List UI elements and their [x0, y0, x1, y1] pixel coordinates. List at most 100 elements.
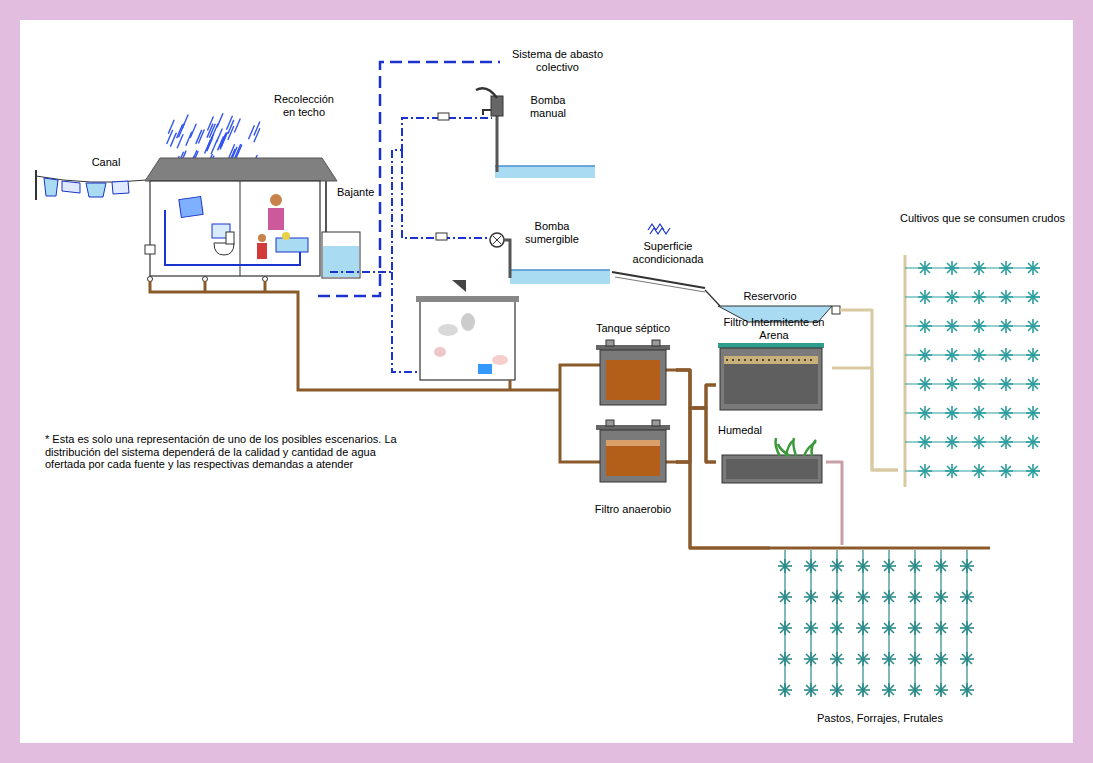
- reservoir: [832, 306, 840, 314]
- crop-field: [979, 292, 984, 297]
- crop-field: [979, 263, 984, 268]
- crop-field: [1033, 263, 1038, 268]
- house: [270, 194, 282, 206]
- animal-barn: [420, 300, 515, 380]
- pasture-field: [889, 592, 894, 597]
- crop-field: [979, 321, 984, 326]
- crop-field: [925, 437, 930, 442]
- crop-field: [1006, 350, 1011, 355]
- crop-field: [918, 319, 932, 333]
- pasture-field: [908, 683, 922, 697]
- downspout-tank: [325, 181, 327, 232]
- crop-field: [999, 261, 1013, 275]
- pasture-field: [856, 652, 870, 666]
- water-pipe: [826, 462, 842, 545]
- crop-field: [952, 292, 957, 297]
- crop-field: [925, 350, 930, 355]
- house: [226, 232, 234, 244]
- crop-field: [952, 408, 957, 413]
- pasture-field: [863, 623, 868, 628]
- crop-field: [952, 379, 957, 384]
- catchment-surface: [612, 272, 705, 288]
- crop-field: [945, 290, 959, 304]
- house: [257, 243, 267, 259]
- crop-field: [1033, 350, 1038, 355]
- pasture-field: [856, 621, 870, 635]
- pasture-field: [830, 559, 844, 573]
- crop-field: [999, 435, 1013, 449]
- septic-tank: [652, 340, 660, 346]
- part-label: Superficie acondicionada: [626, 240, 710, 265]
- crop-field: [972, 261, 986, 275]
- animal-barn: [416, 296, 519, 302]
- pasture-field: [784, 550, 785, 696]
- water-supply-lines: [436, 233, 447, 240]
- part-label: Bomba manual: [520, 94, 576, 119]
- catchment-surface: [612, 224, 720, 306]
- clothesline: [36, 170, 146, 200]
- pasture-field: [811, 592, 816, 597]
- animal-barn: [438, 324, 458, 336]
- rain: [186, 132, 192, 146]
- submersible-pump: [510, 269, 610, 271]
- crop-field: [952, 466, 957, 471]
- rain: [228, 126, 234, 140]
- wetland: [776, 438, 817, 456]
- pasture-field: [811, 561, 816, 566]
- animal-barn: [452, 280, 466, 292]
- treatment-unit: Cultivos que se consumen crudos: [898, 212, 1073, 487]
- clothesline: [112, 181, 129, 194]
- crop-field: [979, 408, 984, 413]
- crop-field: [918, 348, 932, 362]
- hand-pump: [483, 110, 491, 115]
- pasture-field: [908, 621, 922, 635]
- pasture-field: [888, 550, 889, 696]
- anaerobic-filter: [606, 446, 660, 476]
- submersible-pump: [504, 240, 510, 278]
- water-supply-lines: [318, 62, 500, 296]
- pasture-field: [830, 590, 844, 604]
- pasture-field: [778, 652, 792, 666]
- pasture-field: [908, 590, 922, 604]
- anaerobic-filter: [606, 420, 614, 426]
- crop-field: [1026, 290, 1040, 304]
- treatment-unit: Humedal: [716, 424, 826, 486]
- crop-field: [925, 321, 930, 326]
- pasture-field: [804, 652, 818, 666]
- crop-field: [1033, 321, 1038, 326]
- crop-field: [925, 292, 930, 297]
- rain: [217, 113, 223, 127]
- pasture-field: [837, 623, 842, 628]
- septic-tank: [606, 340, 614, 346]
- sewer-pipes: [560, 365, 600, 390]
- rain: [236, 145, 242, 159]
- pasture-field: [882, 590, 896, 604]
- water-pipe: [676, 385, 716, 462]
- house: [282, 232, 290, 240]
- crop-field: [905, 255, 1040, 487]
- pasture-field: [882, 559, 896, 573]
- pasture-field: [778, 683, 792, 697]
- crop-field: [972, 406, 986, 420]
- pasture-field: [960, 621, 974, 635]
- pasture-field: [837, 592, 842, 597]
- pasture-field: [785, 561, 790, 566]
- pasture-field: [804, 559, 818, 573]
- pasture-field: [785, 623, 790, 628]
- crop-field: [999, 348, 1013, 362]
- rain: [207, 117, 213, 131]
- pasture-field: [862, 550, 863, 696]
- pasture-field: [967, 561, 972, 566]
- crop-field: [1006, 292, 1011, 297]
- house: [263, 277, 268, 282]
- house: [214, 243, 234, 255]
- crop-field: [1033, 292, 1038, 297]
- pasture-field: [882, 621, 896, 635]
- crop-field: [972, 464, 986, 478]
- crop-field: [999, 464, 1013, 478]
- crop-field: [945, 406, 959, 420]
- hand-pump: [495, 165, 595, 167]
- crop-field: [1033, 437, 1038, 442]
- house: [148, 277, 153, 282]
